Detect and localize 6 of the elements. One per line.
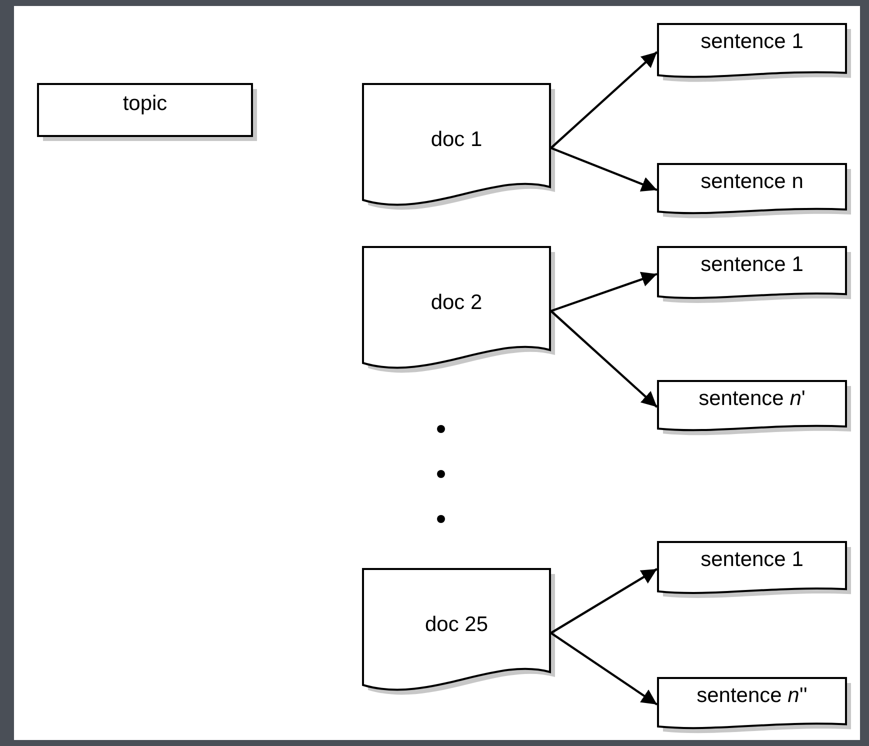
arrow [550,272,658,312]
arrow [550,568,658,634]
arrow [550,51,658,149]
arrow [550,310,658,408]
arrow [550,632,658,706]
arrow [550,146,658,192]
